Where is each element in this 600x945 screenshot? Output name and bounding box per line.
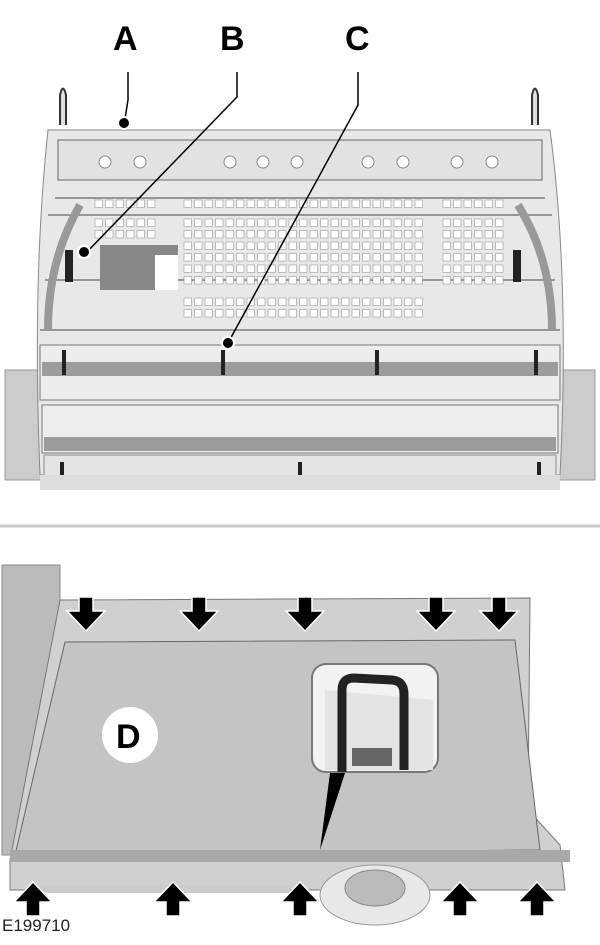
callout-dots <box>77 116 235 350</box>
callout-a: A <box>113 20 138 58</box>
arrows-up <box>12 880 558 917</box>
callout-b: B <box>220 20 245 58</box>
cargo-bed-illustration: D <box>1 564 570 926</box>
callout-c: C <box>345 20 370 58</box>
arrows-down <box>65 596 520 633</box>
callout-d: D <box>116 718 141 756</box>
headboard-illustration <box>4 87 596 490</box>
figure-id: E199710 <box>2 916 71 935</box>
